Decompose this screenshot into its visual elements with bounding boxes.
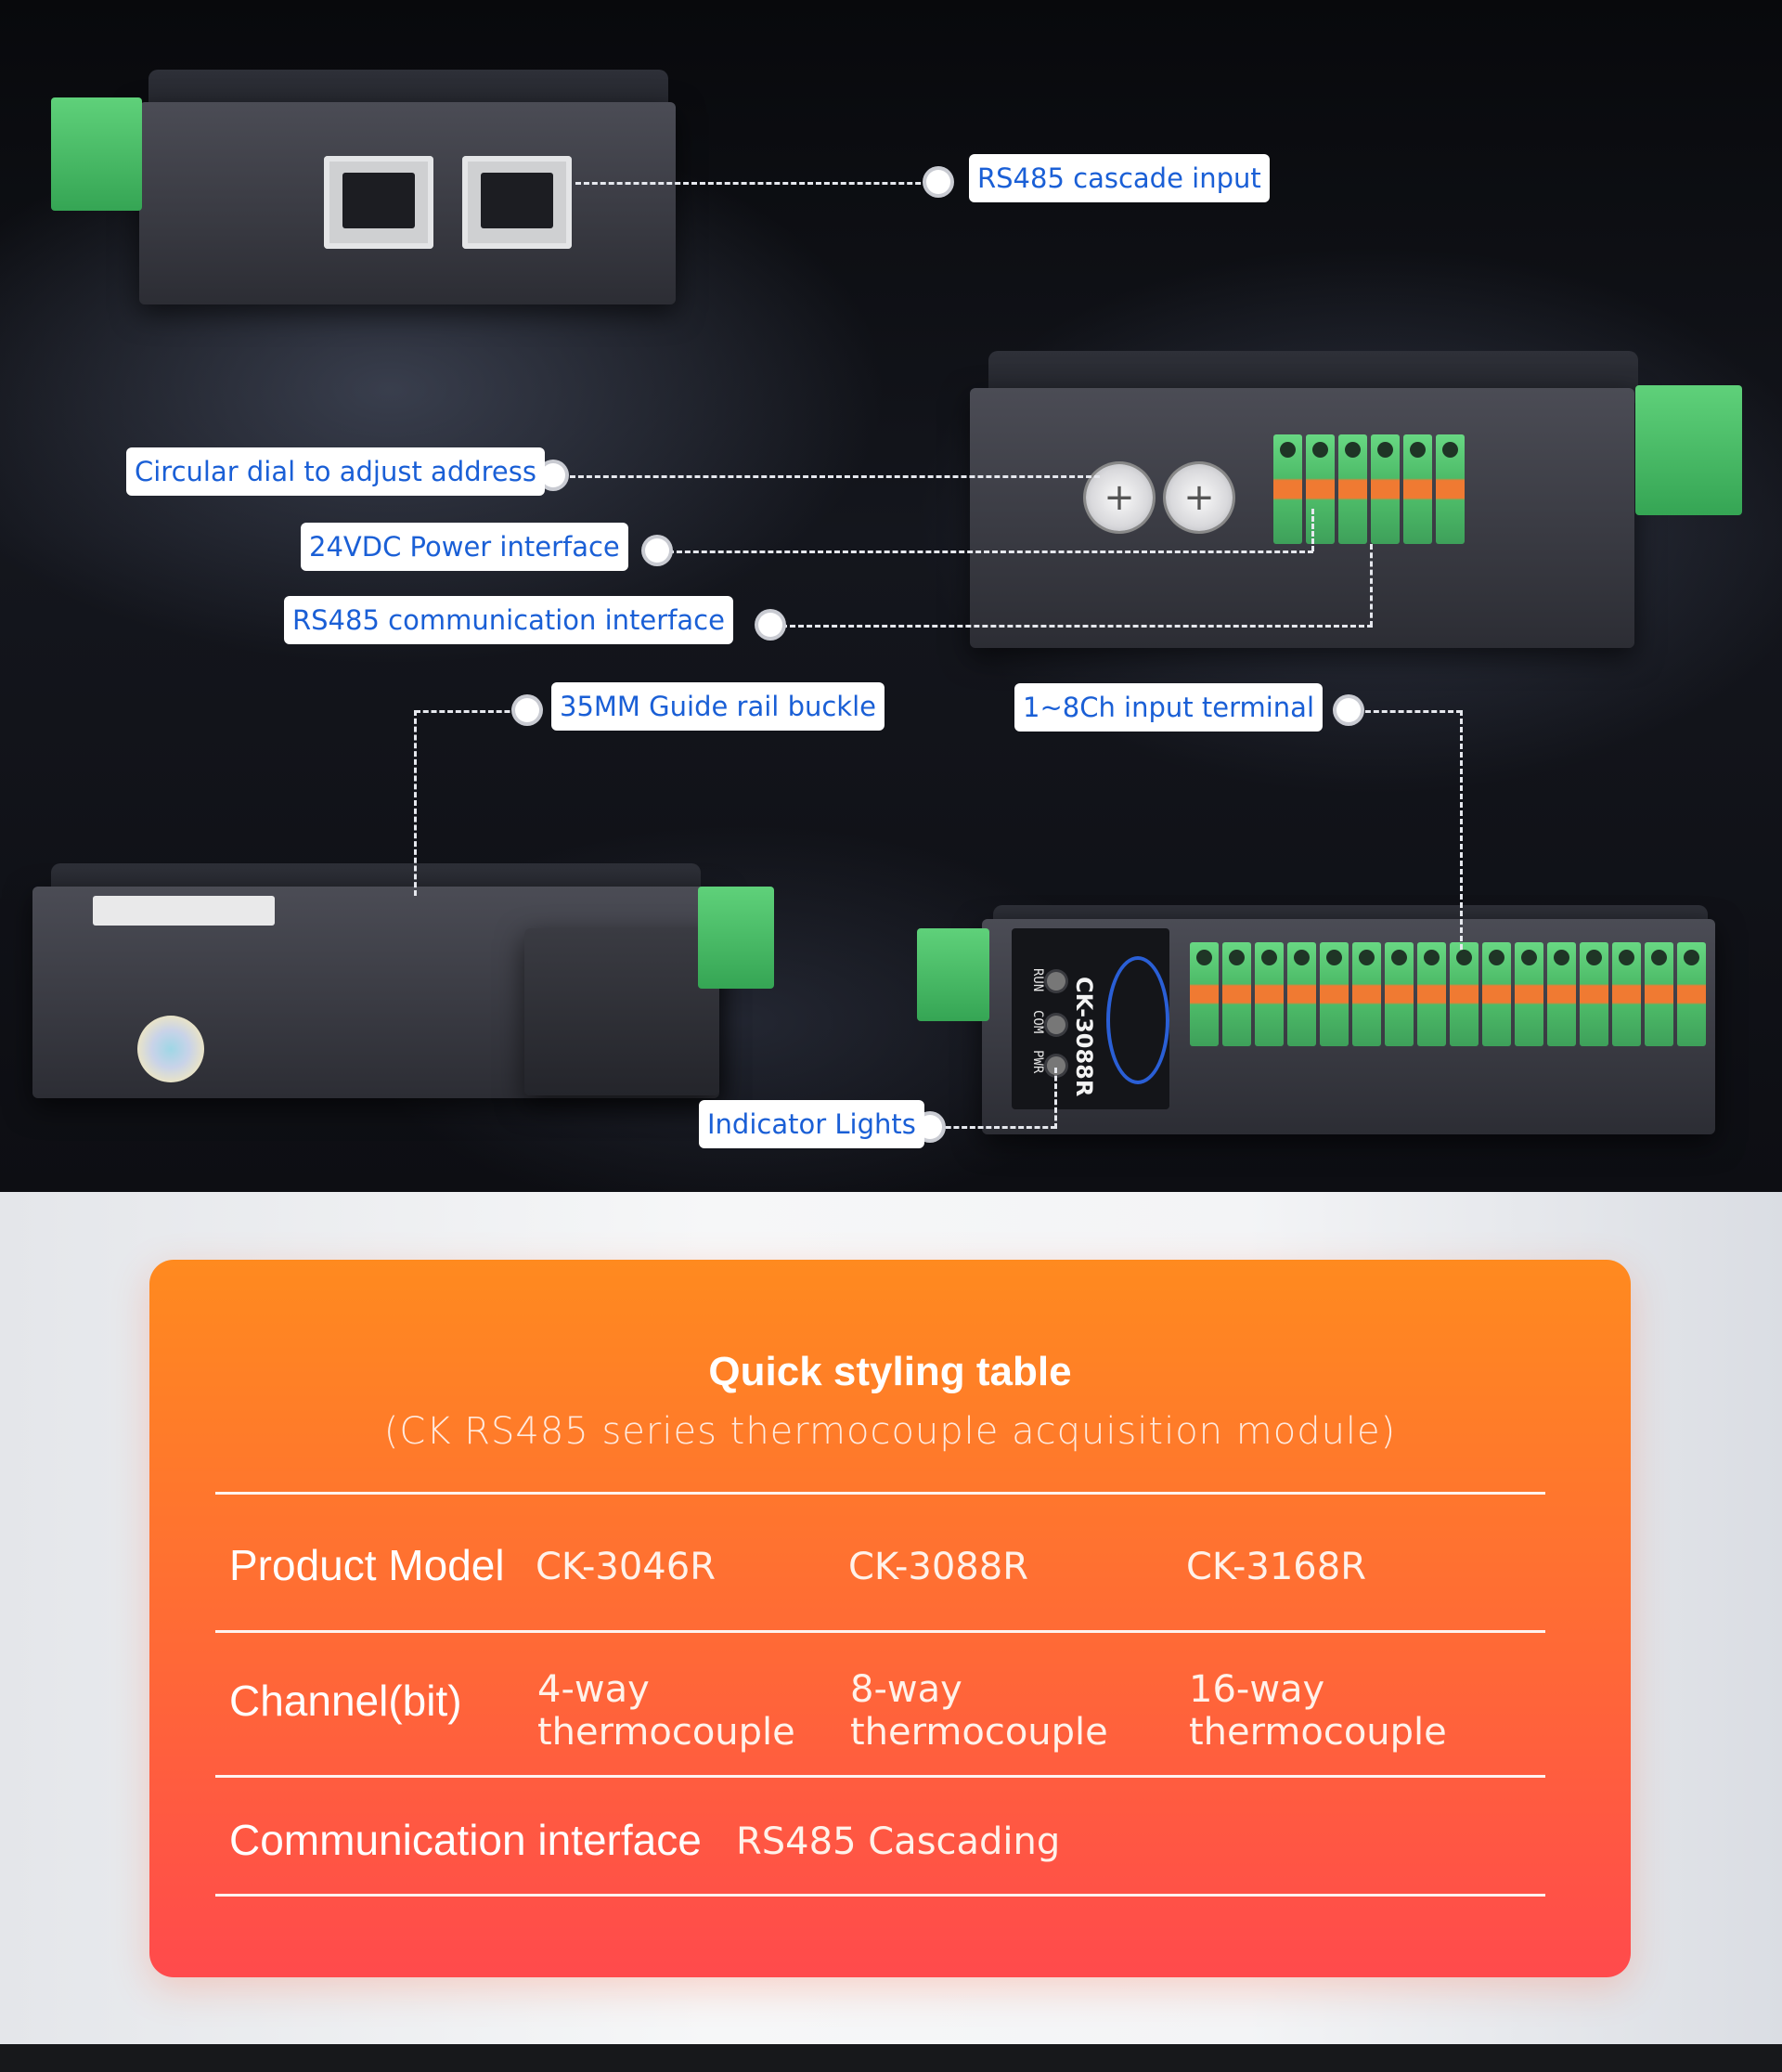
product-photo: RUN COM PWR CK-3088R RS485 cascade input… [0,0,1782,1192]
rail-side-connector [698,887,774,989]
callout-line-rs485 [781,625,1373,628]
row-header-communication: Communication interface [229,1816,702,1864]
table-rule [215,1894,1545,1897]
cell-line: thermocouple [1189,1711,1447,1754]
brand-logo [1106,956,1169,1084]
callout-line-cascade [575,182,937,185]
table-cell: CK-3168R [1186,1546,1366,1588]
bottom-strip [0,2044,1782,2072]
pwr-led-label: PWR [1030,1050,1045,1074]
callout-dot-power [645,538,669,563]
callout-power-interface: 24VDC Power interface [301,523,628,571]
power-comm-terminals [1273,434,1465,544]
callout-line-input-v [1460,710,1463,950]
callout-guide-rail-buckle: 35MM Guide rail buckle [551,682,885,731]
run-led [1047,972,1065,991]
callout-line-indicator [937,1126,1056,1129]
input-terminal-row [1190,942,1706,1046]
cell-line: 4-way [537,1668,650,1711]
table-cell: RS485 Cascading [736,1820,1061,1863]
pwr-led [1047,1056,1065,1075]
power-connector-block [51,97,142,211]
table-cell: CK-3088R [848,1546,1028,1588]
address-dial-2 [1166,464,1233,531]
callout-line-rail [415,710,526,713]
callout-indicator-lights: Indicator Lights [699,1100,924,1148]
quick-styling-card: Quick styling table (CK RS485 series the… [149,1260,1631,1977]
callout-dot-cascade [926,170,950,194]
callout-input-terminal: 1~8Ch input terminal [1014,683,1324,732]
callout-dot-rail [515,698,539,722]
table-cell: 4-way thermocouple [537,1668,795,1754]
rail-buckle [524,928,719,1095]
callout-line-input [1357,710,1462,713]
callout-dot-input [1336,698,1361,722]
row-header-product-model: Product Model [229,1541,505,1589]
callout-rs485-comm-interface: RS485 communication interface [284,596,733,644]
cell-line: thermocouple [850,1711,1108,1754]
callout-dot-dial [541,463,565,487]
callout-circular-dial: Circular dial to adjust address [126,447,545,496]
com-led-label: COM [1030,1010,1045,1034]
callout-line-power-v [1311,509,1314,551]
main-side-connector [917,928,989,1021]
barcode-sticker [93,896,275,926]
device-model-label: CK-3088R [1071,977,1097,1097]
device-side-view [970,388,1634,648]
callout-line-indicator-v [1054,1068,1057,1129]
address-dial-1 [1086,464,1153,531]
table-cell: CK-3046R [536,1546,716,1588]
callout-dot-rs485 [758,613,782,637]
table-subtitle: (CK RS485 series thermocouple acquisitio… [383,1410,1397,1453]
callout-rs485-cascade-input: RS485 cascade input [969,154,1270,202]
cell-line: thermocouple [537,1711,795,1754]
callout-line-power [668,550,1313,553]
hologram-seal [137,1016,204,1082]
run-led-label: RUN [1030,968,1045,992]
table-cell: 16-way thermocouple [1189,1668,1447,1754]
rj45-port-left [324,156,433,249]
table-rule [215,1630,1545,1633]
side-connector-block [1635,385,1742,515]
cell-line: 8-way [850,1668,962,1711]
callout-line-rail-v [414,710,417,896]
table-title: Quick styling table [708,1349,1072,1394]
cell-line: 16-way [1189,1668,1325,1711]
com-led [1047,1016,1065,1034]
row-header-channel: Channel(bit) [229,1677,462,1725]
table-rule [215,1775,1545,1778]
table-cell: 8-way thermocouple [850,1668,1108,1754]
callout-line-rs485-v [1370,544,1373,627]
rj45-port-right [462,156,572,249]
callout-line-dial [562,475,1100,478]
table-rule [215,1492,1545,1495]
